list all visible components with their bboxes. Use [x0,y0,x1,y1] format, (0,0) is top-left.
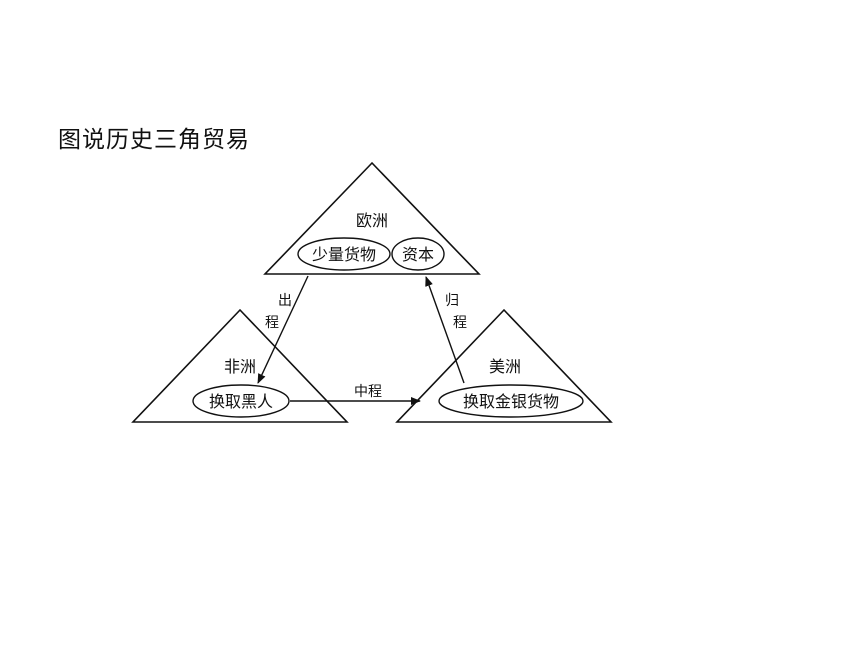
europe-capital-label: 资本 [402,245,434,264]
america-item-label: 换取金银货物 [463,392,559,411]
europe-goods-ellipse [297,237,391,271]
europe-capital-ellipse [391,237,445,271]
africa-item-label: 换取黑人 [209,392,273,411]
america-item-ellipse [438,384,584,418]
outbound-label-1: 出 [278,293,292,309]
europe-triangle [263,161,481,275]
page-title: 图说历史三角贸易 [58,127,250,153]
africa-triangle [131,308,349,423]
europe-label: 欧洲 [356,211,388,230]
outbound-label-2: 程 [265,315,279,331]
outbound-route-arrow [257,275,309,384]
europe-goods-label: 少量货物 [312,245,376,264]
return-label-2: 程 [453,315,467,331]
africa-item-ellipse [192,384,290,418]
america-label: 美洲 [489,357,521,376]
return-label-1: 归 [445,292,459,309]
africa-label: 非洲 [224,357,256,376]
america-triangle [395,308,613,423]
return-route-arrow [425,276,465,384]
middle-route-label: 中程 [354,384,382,400]
